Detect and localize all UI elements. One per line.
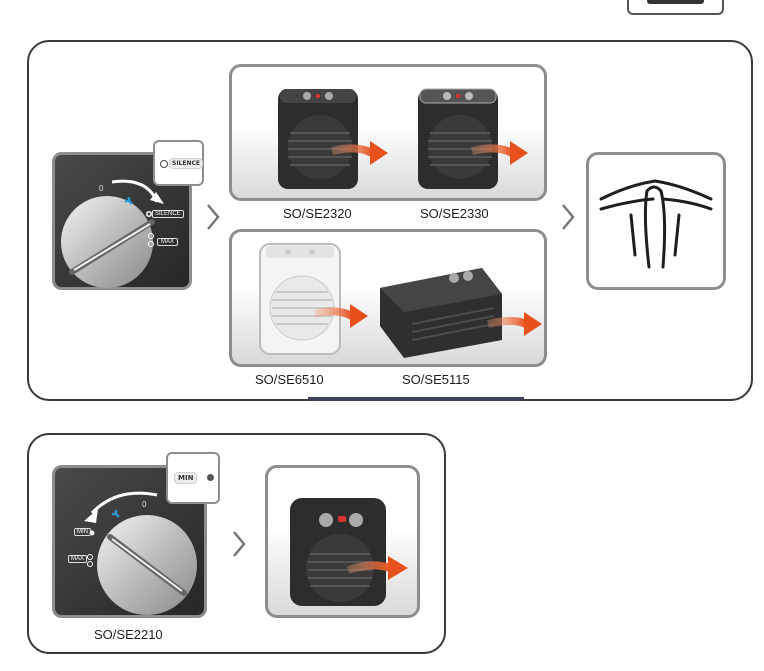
finger-press-icon [599, 179, 713, 269]
min-tag-callout: MIN [166, 452, 220, 504]
fan-mode-icon [111, 506, 121, 518]
model-label-se2210: SO/SE2210 [94, 627, 163, 642]
model-label-se6510: SO/SE6510 [255, 372, 324, 387]
chevron-right-icon [562, 204, 575, 230]
min-tag-label: MIN [174, 472, 198, 484]
min-indicator-dot [207, 474, 214, 481]
min-dial-illustration [52, 465, 207, 618]
top-edge-button[interactable] [627, 0, 724, 15]
dial-silence-label: SILENCE [152, 210, 184, 218]
model-label-se2330: SO/SE2330 [420, 206, 489, 221]
fan-mode-icon [124, 193, 134, 205]
heater-card-se2320 [229, 64, 547, 201]
model-label-se2320: SO/SE2320 [283, 206, 352, 221]
silence-indicator-dot [160, 160, 168, 168]
dial-max-label: MAX [157, 238, 179, 246]
dial-zero-mark: 0 [142, 500, 147, 509]
silence-dial-illustration [52, 152, 192, 290]
heater-card-se6510 [229, 229, 547, 367]
press-button-card [586, 152, 726, 290]
silence-tag-label: SILENCE [169, 158, 203, 169]
dial-min-label: MIN [74, 528, 91, 536]
panel-bottom-accent [308, 397, 524, 401]
model-label-se5115: SO/SE5115 [402, 372, 470, 387]
dial-zero-mark: 0 [99, 184, 104, 193]
dial-max-label: MAX [68, 555, 88, 563]
chevron-right-icon [207, 204, 220, 230]
heater-card-se2210 [265, 465, 420, 618]
silence-tag-callout: SILENCE [153, 140, 204, 186]
chevron-right-icon [233, 531, 246, 557]
